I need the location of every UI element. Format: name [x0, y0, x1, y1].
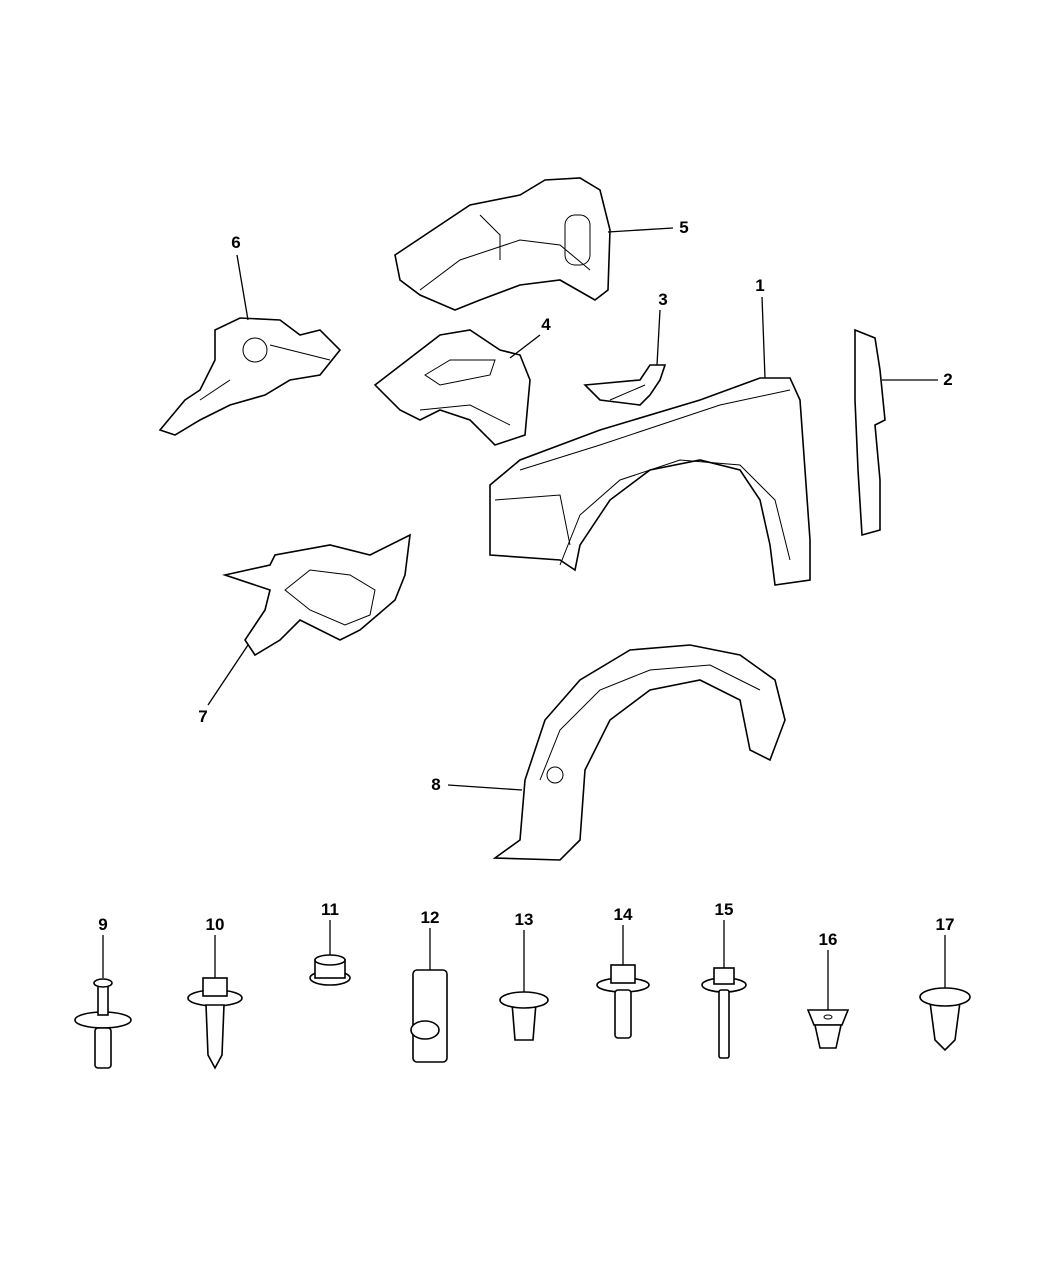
callout-5: 5: [679, 218, 689, 237]
leader-4: [509, 334, 541, 359]
leader-8: [447, 784, 523, 791]
part-12-j-nut: [410, 969, 448, 1063]
callout-7: 7: [198, 707, 208, 726]
leader-1: [761, 296, 766, 379]
callout-12: 12: [420, 908, 440, 927]
callout-11: 11: [321, 900, 339, 919]
callout-15: 15: [714, 900, 734, 919]
callout-2: 2: [943, 370, 953, 389]
leader-7: [207, 644, 249, 706]
part-1-fender: [489, 377, 811, 586]
part-10-bolt: [187, 977, 243, 1070]
part-14-bolt: [596, 964, 650, 1039]
part-5-fender-inner-upper: [394, 177, 611, 311]
callout-4: 4: [541, 315, 551, 334]
part-7-support-frame: [222, 533, 411, 657]
part-4-panel: [373, 329, 531, 446]
part-17-push-retainer: [919, 987, 971, 1052]
callout-9: 9: [98, 915, 108, 934]
callout-16: 16: [818, 930, 838, 949]
leader-6: [236, 254, 249, 321]
part-9-push-pin: [74, 978, 132, 1069]
part-3-bracket: [583, 364, 667, 406]
leader-5: [607, 227, 674, 233]
part-13-rivet-nut: [499, 991, 549, 1041]
callout-1: 1: [755, 276, 765, 295]
callout-8: 8: [431, 775, 441, 794]
callout-6: 6: [231, 233, 241, 252]
part-2-seal: [854, 328, 886, 537]
part-6-bracket: [158, 317, 342, 436]
part-11-nut: [309, 954, 351, 986]
callout-14: 14: [613, 905, 633, 924]
part-15-stud-bolt: [701, 967, 747, 1059]
callout-3: 3: [658, 290, 668, 309]
part-16-clip: [806, 1009, 850, 1049]
callout-13: 13: [514, 910, 534, 929]
leader-3: [656, 309, 661, 366]
part-8-wheelhouse-liner: [492, 644, 786, 861]
callout-10: 10: [205, 915, 225, 934]
callout-17: 17: [935, 915, 955, 934]
